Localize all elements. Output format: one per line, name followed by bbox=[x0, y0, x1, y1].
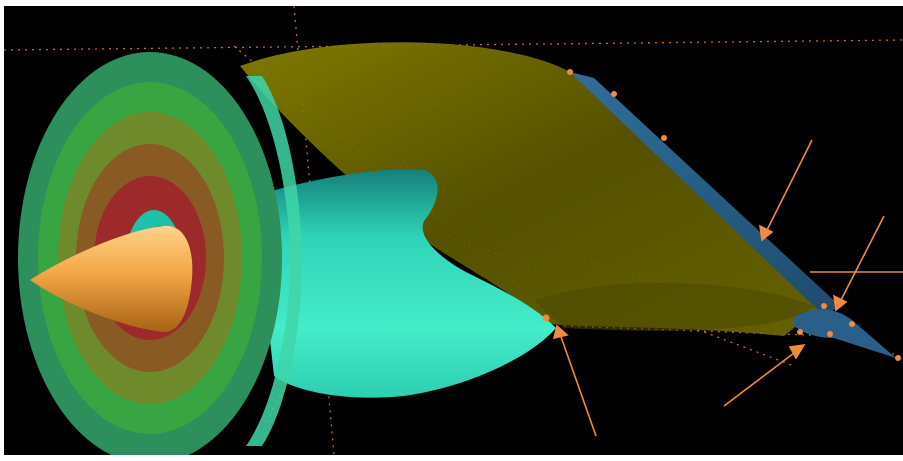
wing-leading-edge[interactable] bbox=[570, 72, 840, 316]
wing-root-fairing bbox=[534, 282, 814, 331]
control-point[interactable] bbox=[827, 331, 833, 337]
control-point[interactable] bbox=[797, 329, 803, 335]
control-point[interactable] bbox=[849, 321, 855, 327]
arrow-annotation-icon bbox=[758, 139, 813, 242]
nacelle-body[interactable] bbox=[254, 169, 556, 398]
control-point[interactable] bbox=[895, 355, 901, 361]
wing-surface[interactable] bbox=[240, 42, 824, 336]
scene-canvas[interactable] bbox=[4, 6, 903, 455]
control-point[interactable] bbox=[821, 303, 827, 309]
arrow-annotation-icon bbox=[552, 324, 597, 437]
spinner-cone[interactable] bbox=[30, 225, 193, 332]
control-point[interactable] bbox=[611, 91, 617, 97]
construction-line bbox=[563, 325, 835, 337]
arrow-annotation-icon bbox=[723, 343, 806, 407]
rotor-disk-rim bbox=[246, 76, 302, 446]
3d-viewport[interactable] bbox=[4, 6, 903, 455]
control-points[interactable] bbox=[542, 69, 902, 361]
construction-line bbox=[343, 195, 795, 367]
control-point[interactable] bbox=[567, 69, 573, 75]
wingtip-pod[interactable] bbox=[794, 309, 896, 358]
control-point[interactable] bbox=[542, 314, 550, 322]
control-point[interactable] bbox=[661, 135, 667, 141]
arrow-annotation-icon bbox=[832, 215, 885, 312]
annotation-arrows bbox=[552, 139, 903, 437]
